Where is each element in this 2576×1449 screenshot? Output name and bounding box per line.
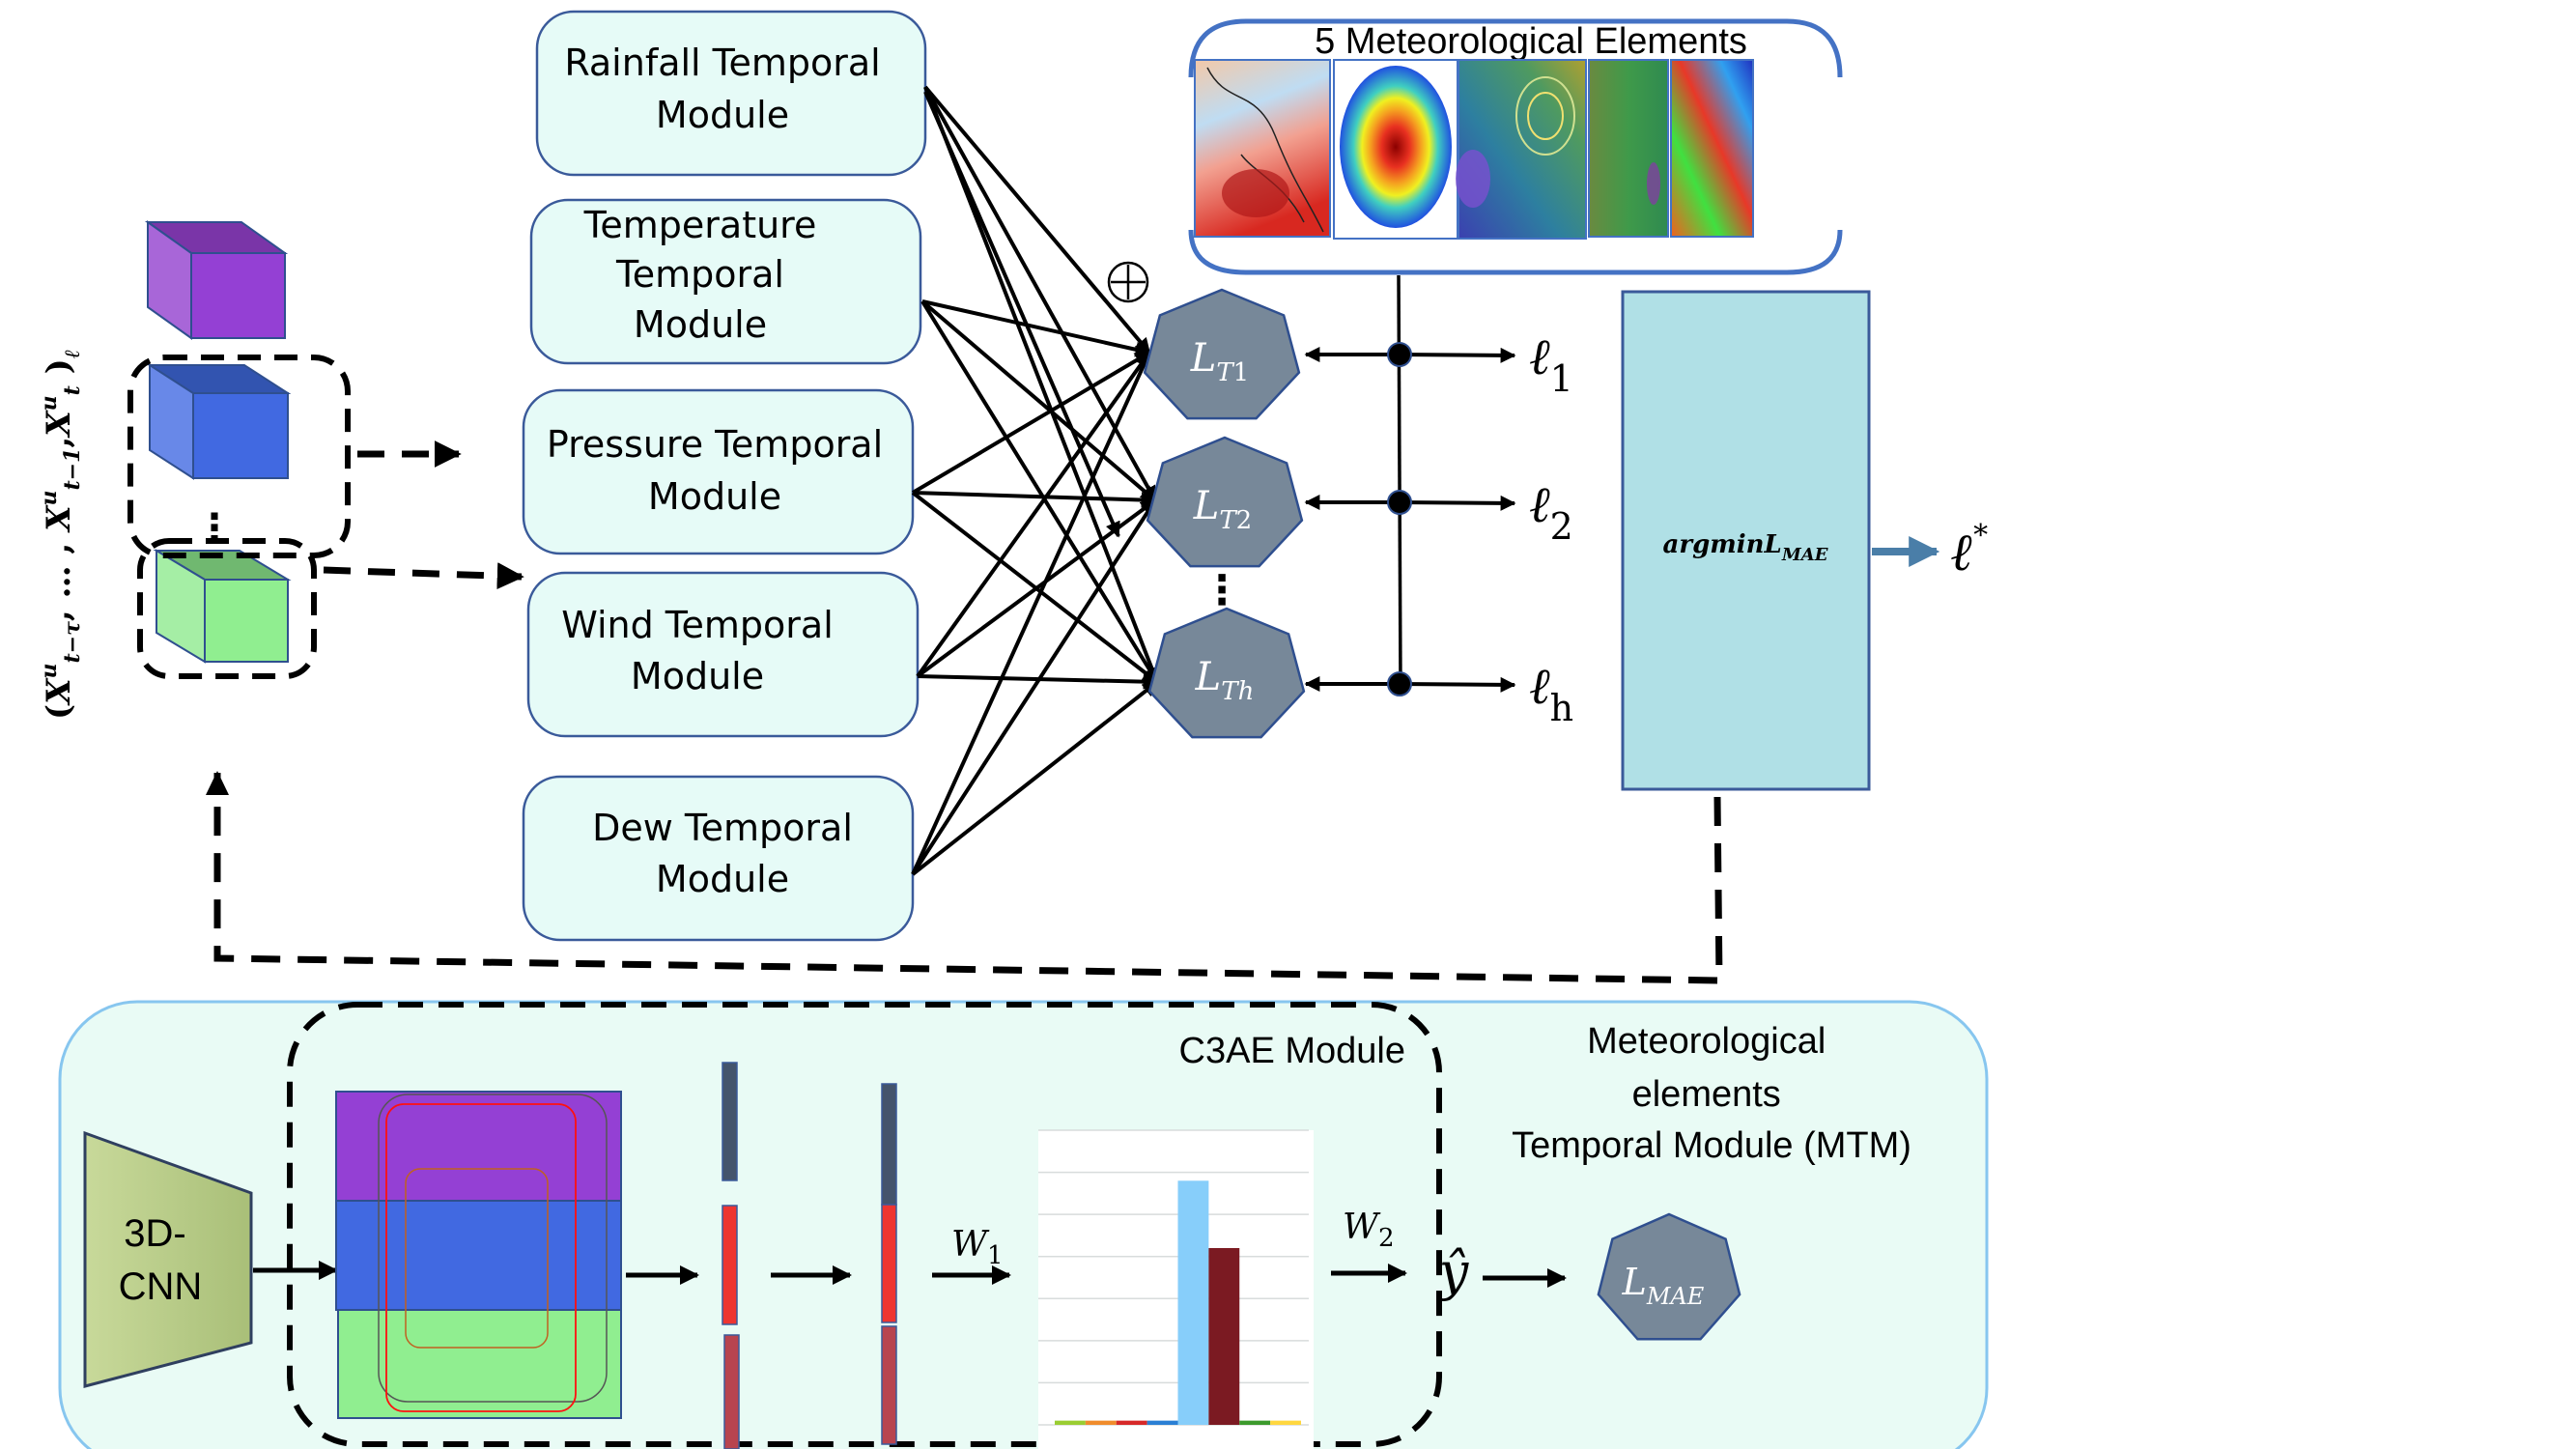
connection-line bbox=[920, 299, 1157, 502]
chart-bar-c2 bbox=[1085, 1420, 1117, 1425]
input-cube-3 bbox=[153, 549, 292, 664]
prediction-label: ŷ bbox=[1437, 1241, 1470, 1302]
cnn-block-label: 3D- CNN bbox=[119, 1212, 203, 1308]
horizon-label: ℓh bbox=[1529, 658, 1573, 729]
attention-bar-chart bbox=[1038, 1129, 1314, 1449]
connection-line bbox=[916, 351, 1151, 678]
chart-bar-c4 bbox=[1146, 1420, 1178, 1425]
junction-dot bbox=[1387, 342, 1412, 367]
horizon-output-h: ℓh bbox=[1304, 658, 1573, 729]
loss-node-label: LTh bbox=[1195, 655, 1255, 706]
wind-map-image bbox=[1588, 59, 1669, 238]
module-box bbox=[522, 388, 915, 555]
input-cube-1 bbox=[144, 220, 289, 340]
feedback-loop-line bbox=[213, 773, 1723, 984]
chart-bar-c5 bbox=[1177, 1180, 1209, 1425]
junction-dot bbox=[1387, 671, 1412, 696]
feature-vector-2 bbox=[881, 1083, 897, 1445]
feature-stack bbox=[335, 1091, 622, 1419]
temperature-map-image bbox=[1333, 59, 1458, 240]
horizon-label: ℓ1 bbox=[1529, 328, 1573, 400]
connection-line bbox=[912, 491, 1157, 508]
w1-label: W1 bbox=[951, 1225, 1004, 1270]
chart-bar-c7 bbox=[1239, 1420, 1271, 1425]
loss-ellipsis: ⋮ bbox=[1202, 566, 1242, 613]
feature-vector-1 bbox=[722, 1062, 740, 1449]
mtm-title: Meteorological elements Temporal Module … bbox=[1512, 1021, 1911, 1166]
dew-map-image bbox=[1670, 59, 1754, 238]
connection-line bbox=[923, 86, 1160, 684]
loss-node-t1: LT1 bbox=[1143, 288, 1301, 420]
connection-line bbox=[911, 498, 1157, 876]
horizon-outputs: ℓ1 ℓ2 ℓh bbox=[1304, 328, 1573, 729]
connection-line bbox=[911, 351, 1151, 875]
chart-bar-c6 bbox=[1208, 1248, 1240, 1425]
chart-bar-c8 bbox=[1270, 1420, 1301, 1425]
feedback-loop-arrowhead bbox=[206, 771, 229, 795]
connection-line bbox=[923, 91, 1120, 538]
rainfall-map-image bbox=[1194, 59, 1331, 238]
argmin-selector-box bbox=[1621, 290, 1871, 791]
junction-dot bbox=[1387, 490, 1412, 515]
elements-panel-title: 5 Meteorological Elements bbox=[1315, 21, 1747, 62]
connection-line bbox=[923, 86, 1157, 502]
input-cube-2 bbox=[146, 363, 292, 480]
input-sequence: (Xut−τ, … , Xut−1,Xut )ℓ bbox=[37, 350, 85, 720]
input-to-modules-arrow-2 bbox=[323, 562, 524, 590]
chart-bar-c3 bbox=[1116, 1420, 1147, 1425]
connection-line bbox=[923, 85, 1151, 355]
module-box bbox=[529, 198, 922, 365]
elements-panel: 5 Meteorological Elements bbox=[1188, 18, 1843, 275]
input-sequence-label: (Xut−τ, … , Xut−1,Xut )ℓ bbox=[37, 350, 85, 720]
input-window-group bbox=[127, 355, 351, 558]
connection-line bbox=[920, 299, 1159, 684]
cnn-block: 3D- CNN bbox=[83, 1130, 253, 1388]
pressure-map-image bbox=[1456, 59, 1587, 240]
loss-bus-line bbox=[1397, 274, 1402, 687]
c3ae-module-label: C3AE Module bbox=[1179, 1031, 1405, 1071]
input-ellipsis: ⋮ bbox=[195, 506, 234, 551]
loss-node-t2: LT2 bbox=[1146, 436, 1304, 568]
module-to-loss-connections bbox=[911, 85, 1160, 876]
loss-node-label: LT2 bbox=[1193, 484, 1252, 535]
horizon-output-1: ℓ1 bbox=[1304, 328, 1573, 400]
mae-loss-node: LMAE bbox=[1597, 1212, 1741, 1341]
connection-line bbox=[911, 351, 1151, 495]
chart-bar-c1 bbox=[1055, 1420, 1086, 1425]
horizon-label: ℓ2 bbox=[1529, 476, 1573, 548]
mae-loss-label: LMAE bbox=[1622, 1261, 1705, 1310]
loss-node-label: LT1 bbox=[1190, 336, 1249, 387]
connection-line bbox=[921, 299, 1151, 357]
fusion-icon bbox=[1107, 261, 1149, 303]
connection-line bbox=[911, 680, 1159, 876]
output-arrow bbox=[1398, 676, 1516, 693]
w2-label: W2 bbox=[1343, 1208, 1395, 1253]
module-box bbox=[522, 775, 915, 942]
horizon-output-2: ℓ2 bbox=[1304, 476, 1573, 548]
loss-node-th: LTh bbox=[1147, 607, 1306, 739]
input-target-group bbox=[137, 538, 317, 679]
c3ae-module-group bbox=[287, 1002, 1442, 1447]
chart-background bbox=[1038, 1130, 1314, 1449]
output-arrow bbox=[1398, 495, 1516, 511]
optimal-horizon-label: ℓ* bbox=[1951, 519, 1988, 582]
argmin-selector-label: argminLMAE bbox=[1663, 530, 1828, 565]
module-box bbox=[526, 571, 920, 738]
